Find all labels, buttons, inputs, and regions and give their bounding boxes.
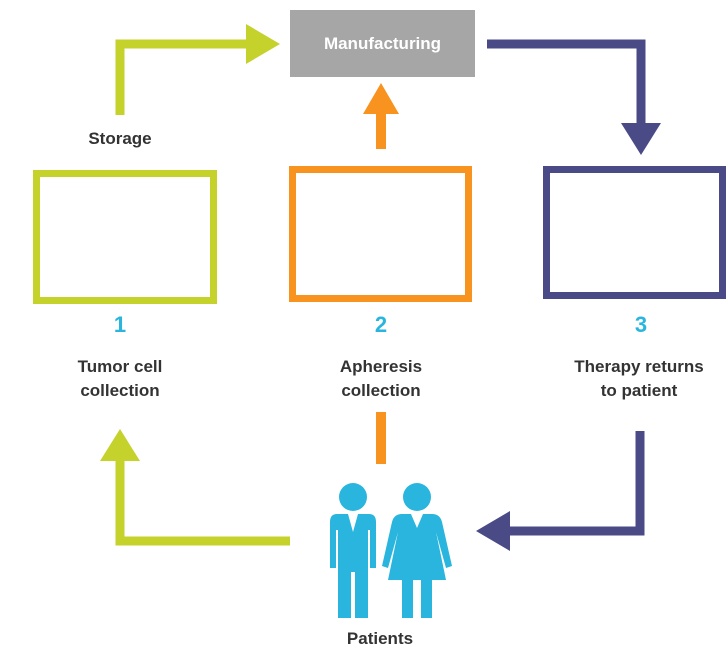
manufacturing-box: Manufacturing [290,10,475,77]
patients-label: Patients [346,629,414,648]
tumor-cell-collection-panel [33,170,217,304]
step-1-label-line2: collection [80,381,160,400]
storage-label: Storage [88,129,152,148]
arrow-patients-to-tumor-collection [100,429,290,546]
arrow-storage-to-manufacturing [115,24,280,115]
step-2-number: 2 [374,312,388,337]
step-2-label-line2: collection [341,381,421,400]
step-1-label-line1: Tumor cell [77,357,163,376]
step-3-label-line2: to patient [600,381,678,400]
female-patient-icon [382,483,452,618]
apheresis-collection-panel [289,166,472,302]
line-patients-to-apheresis [376,412,386,464]
male-patient-icon [330,483,376,618]
arrow-apheresis-to-manufacturing [363,83,399,149]
therapy-returns-panel [543,166,726,299]
step-3-number: 3 [634,312,648,337]
arrow-manufacturing-to-therapy [487,39,661,155]
arrow-therapy-to-patients [476,431,645,551]
step-3-label-line1: Therapy returns [574,357,704,376]
step-1-number: 1 [113,312,127,337]
step-2-label-line1: Apheresis [339,357,423,376]
